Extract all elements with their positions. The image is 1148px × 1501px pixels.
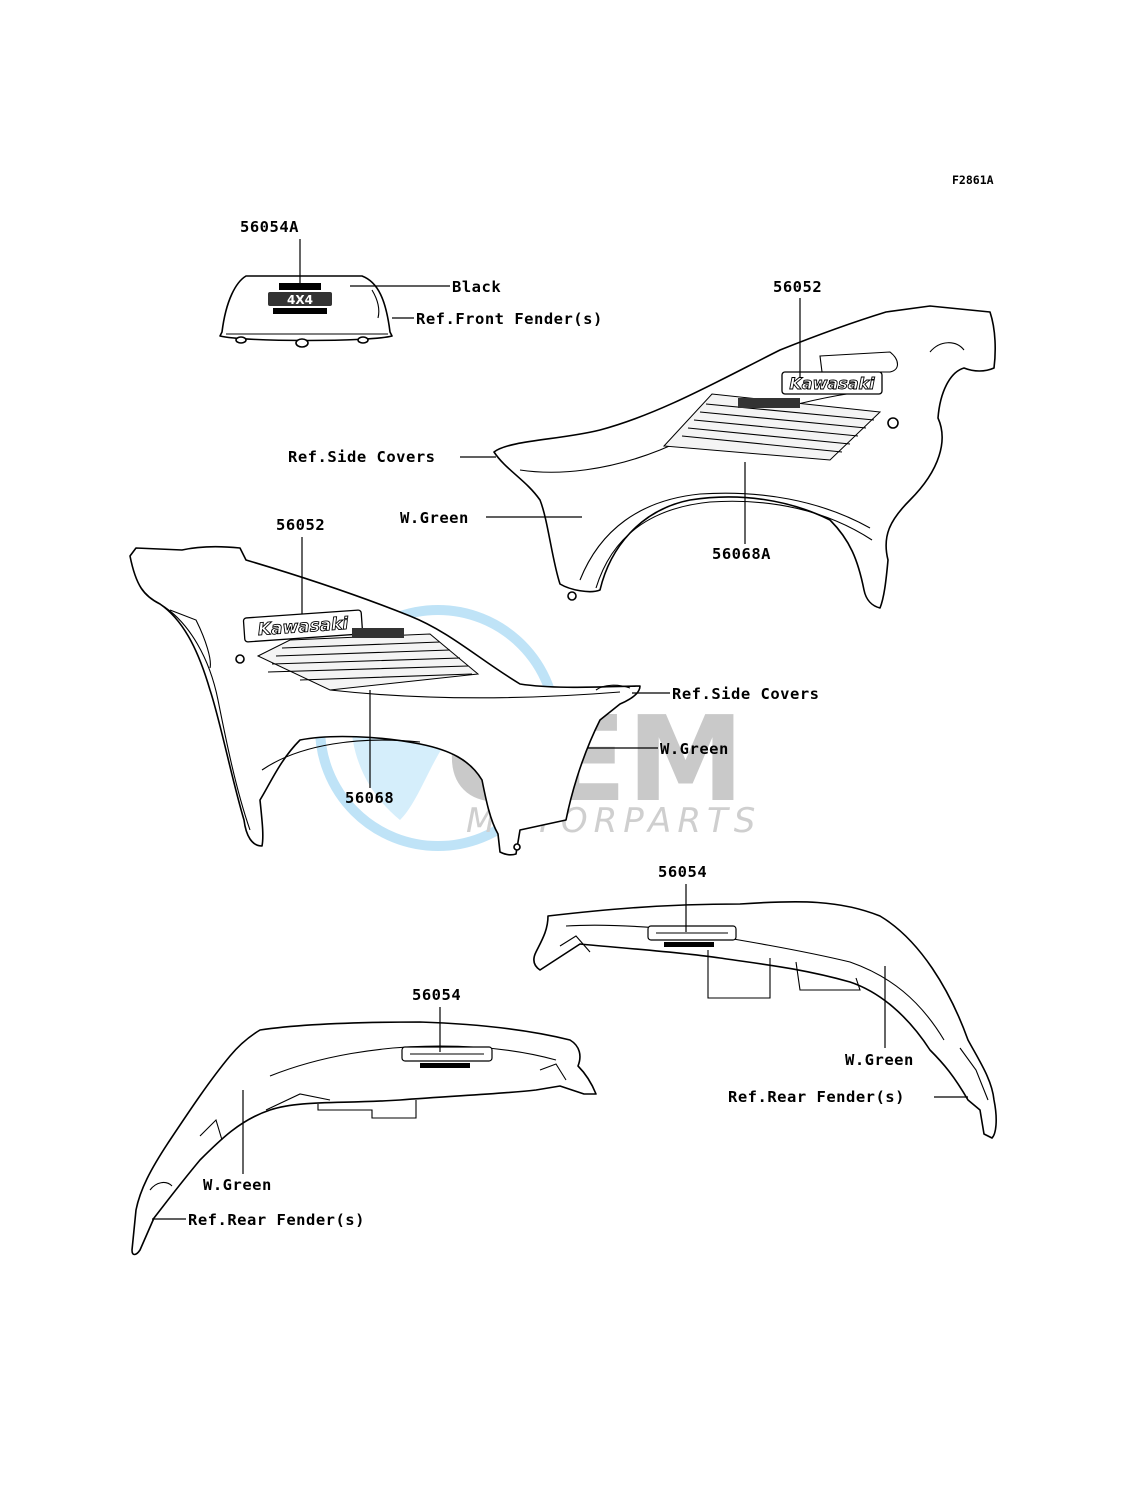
rear-left-decal <box>401 1046 493 1068</box>
label-rear-left-part: 56054 <box>412 986 461 1004</box>
label-rear-right-ref: Ref.Rear Fender(s) <box>728 1088 905 1106</box>
left-kawasaki-decal: Kawasaki <box>242 609 364 643</box>
label-right-cover-part: 56052 <box>773 278 822 296</box>
right-stripe-decal <box>662 393 882 461</box>
left-side-cover-part: Kawasaki <box>129 545 641 856</box>
left-stripe-decal <box>256 628 480 691</box>
rear-fender-left-part <box>131 1021 597 1256</box>
label-rear-left-ref: Ref.Rear Fender(s) <box>188 1211 365 1229</box>
rear-fender-right-part <box>533 900 997 1139</box>
front-fender-part: 4X4 <box>219 275 393 348</box>
label-front-fender-part: 56054A <box>240 218 299 236</box>
label-front-fender-ref: Ref.Front Fender(s) <box>416 310 603 328</box>
label-front-fender-color: Black <box>452 278 501 296</box>
svg-text:Kawasaki: Kawasaki <box>789 374 875 393</box>
label-rear-left-color: W.Green <box>203 1176 272 1194</box>
front-fender-decal: 4X4 <box>268 283 332 314</box>
label-left-cover-ref: Ref.Side Covers <box>672 685 819 703</box>
right-side-cover-part: Kawasaki <box>493 305 996 609</box>
label-rear-right-part: 56054 <box>658 863 707 881</box>
label-rear-right-color: W.Green <box>845 1051 914 1069</box>
label-left-cover-part: 56052 <box>276 516 325 534</box>
label-right-cover-ref: Ref.Side Covers <box>288 448 435 466</box>
figure-code: F2861A <box>952 173 994 187</box>
label-right-cover-color: W.Green <box>400 509 469 527</box>
label-right-cover-stripe: 56068A <box>712 545 771 563</box>
label-left-cover-color: W.Green <box>660 740 729 758</box>
svg-text:4X4: 4X4 <box>287 293 313 307</box>
right-kawasaki-decal: Kawasaki <box>781 371 883 395</box>
rear-right-decal <box>647 925 737 947</box>
label-left-cover-stripe: 56068 <box>345 789 394 807</box>
